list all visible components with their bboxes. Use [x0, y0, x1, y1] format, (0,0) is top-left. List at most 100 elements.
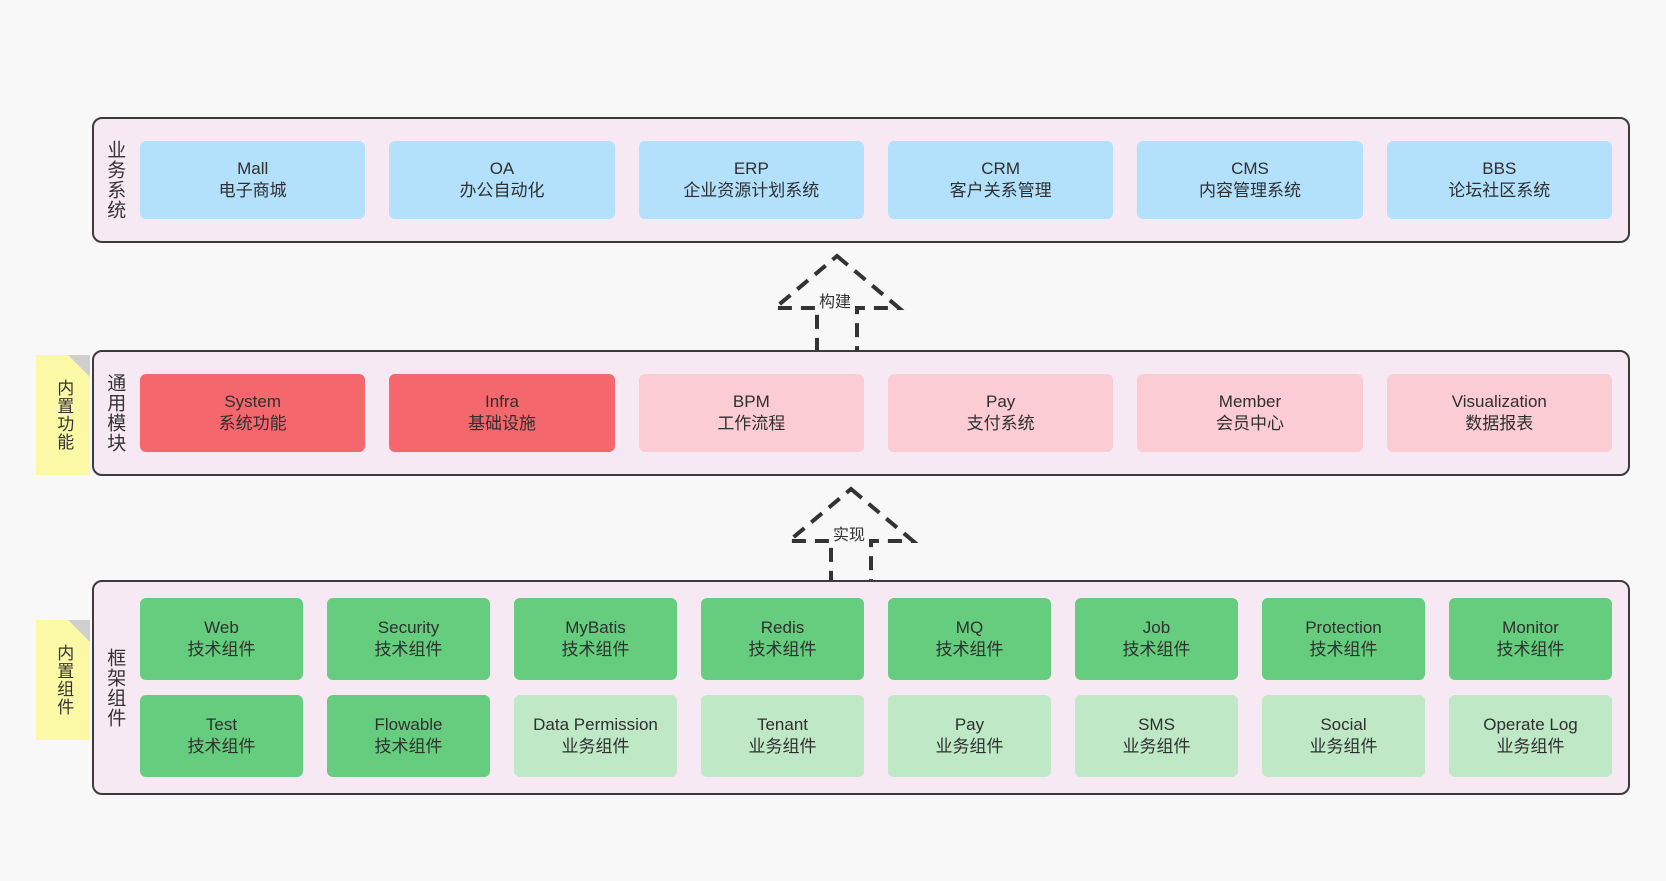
node-visualization[interactable]: Visualization 数据报表	[1386, 374, 1612, 452]
node-pay-component[interactable]: Pay 业务组件	[888, 695, 1051, 777]
node-redis[interactable]: Redis 技术组件	[701, 598, 864, 680]
node-mybatis[interactable]: MyBatis 技术组件	[514, 598, 677, 680]
connector-label-build: 构建	[819, 294, 852, 311]
node-title: Job	[1142, 618, 1171, 638]
node-subtitle: 业务组件	[561, 737, 630, 756]
node-subtitle: 业务组件	[1496, 737, 1565, 756]
node-title: MyBatis	[565, 618, 626, 638]
node-subtitle: 业务组件	[935, 737, 1004, 756]
node-job[interactable]: Job 技术组件	[1075, 598, 1238, 680]
node-title: Pay	[954, 715, 985, 735]
node-social[interactable]: Social 业务组件	[1262, 695, 1425, 777]
node-title: Operate Log	[1483, 715, 1578, 735]
node-subtitle: 电子商城	[218, 181, 287, 200]
node-cms[interactable]: CMS 内容管理系统	[1137, 141, 1363, 219]
node-sms[interactable]: SMS 业务组件	[1075, 695, 1238, 777]
node-subtitle: 工作流程	[717, 414, 786, 433]
node-title: Visualization	[1451, 392, 1547, 412]
node-title: System	[224, 392, 281, 412]
node-title: SMS	[1138, 715, 1175, 735]
node-test[interactable]: Test 技术组件	[140, 695, 303, 777]
node-operate-log[interactable]: Operate Log 业务组件	[1449, 695, 1612, 777]
node-subtitle: 业务组件	[748, 737, 817, 756]
node-subtitle: 技术组件	[748, 640, 817, 659]
node-subtitle: 支付系统	[966, 414, 1035, 433]
node-subtitle: 基础设施	[467, 414, 536, 433]
node-subtitle: 技术组件	[374, 737, 443, 756]
node-subtitle: 技术组件	[187, 737, 256, 756]
node-title: Flowable	[374, 715, 443, 735]
layer-panel-business: 业务系统 Mall 电子商城 OA 办公自动化 ERP 企业资源计划系统 CRM…	[92, 117, 1630, 243]
layer-body-business: Mall 电子商城 OA 办公自动化 ERP 企业资源计划系统 CRM 客户关系…	[134, 119, 1628, 241]
node-subtitle: 技术组件	[1122, 640, 1191, 659]
node-title: Test	[205, 715, 238, 735]
node-security[interactable]: Security 技术组件	[327, 598, 490, 680]
node-mq[interactable]: MQ 技术组件	[888, 598, 1051, 680]
node-subtitle: 企业资源计划系统	[683, 181, 820, 200]
node-subtitle: 技术组件	[374, 640, 443, 659]
node-title: CRM	[981, 159, 1020, 179]
layer-title-business: 业务系统	[104, 140, 126, 220]
node-subtitle: 业务组件	[1122, 737, 1191, 756]
node-subtitle: 技术组件	[561, 640, 630, 659]
node-member[interactable]: Member 会员中心	[1137, 374, 1363, 452]
node-title: MQ	[955, 618, 984, 638]
node-row: System 系统功能 Infra 基础设施 BPM 工作流程 Pay 支付系统…	[140, 374, 1612, 452]
node-flowable[interactable]: Flowable 技术组件	[327, 695, 490, 777]
sticky-note-builtin-features: 内置功能	[36, 355, 90, 475]
node-subtitle: 技术组件	[187, 640, 256, 659]
connector-label-implement: 实现	[833, 527, 866, 544]
node-crm[interactable]: CRM 客户关系管理	[887, 141, 1114, 219]
node-subtitle: 论坛社区系统	[1448, 181, 1551, 200]
sticky-note-label: 内置功能	[54, 379, 74, 451]
node-title: Protection	[1305, 618, 1382, 638]
node-subtitle: 技术组件	[1496, 640, 1565, 659]
node-row: Mall 电子商城 OA 办公自动化 ERP 企业资源计划系统 CRM 客户关系…	[140, 141, 1612, 219]
node-infra[interactable]: Infra 基础设施	[389, 374, 615, 452]
node-data-permission[interactable]: Data Permission 业务组件	[514, 695, 677, 777]
node-monitor[interactable]: Monitor 技术组件	[1449, 598, 1612, 680]
node-tenant[interactable]: Tenant 业务组件	[701, 695, 864, 777]
layer-panel-framework: 框架组件 Web 技术组件 Security 技术组件 MyBatis 技术组件…	[92, 580, 1630, 795]
sticky-note-label: 内置组件	[54, 644, 74, 716]
node-title: Infra	[484, 392, 519, 412]
node-oa[interactable]: OA 办公自动化	[389, 141, 615, 219]
node-subtitle: 系统功能	[218, 414, 287, 433]
node-title: BPM	[732, 392, 770, 412]
node-subtitle: 办公自动化	[459, 181, 545, 200]
node-title: CMS	[1231, 159, 1269, 179]
connector-implement: 实现	[771, 485, 931, 587]
layer-title-modules: 通用模块	[104, 373, 126, 453]
node-protection[interactable]: Protection 技术组件	[1262, 598, 1425, 680]
node-subtitle: 技术组件	[1309, 640, 1378, 659]
node-title: Monitor	[1502, 618, 1559, 638]
node-title: Mall	[237, 159, 269, 179]
node-title: OA	[489, 159, 515, 179]
node-bbs[interactable]: BBS 论坛社区系统	[1386, 141, 1612, 219]
node-subtitle: 数据报表	[1465, 414, 1534, 433]
node-pay-module[interactable]: Pay 支付系统	[887, 374, 1114, 452]
node-system[interactable]: System 系统功能	[140, 374, 366, 452]
node-title: Redis	[760, 618, 805, 638]
layer-body-framework: Web 技术组件 Security 技术组件 MyBatis 技术组件 Redi…	[134, 582, 1628, 793]
node-subtitle: 会员中心	[1215, 414, 1284, 433]
node-row: Web 技术组件 Security 技术组件 MyBatis 技术组件 Redi…	[140, 598, 1612, 680]
node-title: Tenant	[756, 715, 809, 735]
layer-body-modules: System 系统功能 Infra 基础设施 BPM 工作流程 Pay 支付系统…	[134, 352, 1628, 474]
node-erp[interactable]: ERP 企业资源计划系统	[638, 141, 864, 219]
layer-panel-modules: 通用模块 System 系统功能 Infra 基础设施 BPM 工作流程 Pay…	[92, 350, 1630, 476]
node-subtitle: 客户关系管理	[949, 181, 1052, 200]
node-title: Member	[1218, 392, 1282, 412]
node-title: BBS	[1482, 159, 1517, 179]
node-title: Pay	[986, 392, 1016, 412]
node-web[interactable]: Web 技术组件	[140, 598, 303, 680]
connector-build: 构建	[757, 252, 917, 354]
sticky-note-builtin-components: 内置组件	[36, 620, 90, 740]
node-mall[interactable]: Mall 电子商城	[140, 141, 366, 219]
node-title: ERP	[733, 159, 769, 179]
node-subtitle: 内容管理系统	[1198, 181, 1301, 200]
node-title: Social	[1320, 715, 1367, 735]
layer-title-framework: 框架组件	[104, 647, 126, 728]
node-bpm[interactable]: BPM 工作流程	[638, 374, 864, 452]
